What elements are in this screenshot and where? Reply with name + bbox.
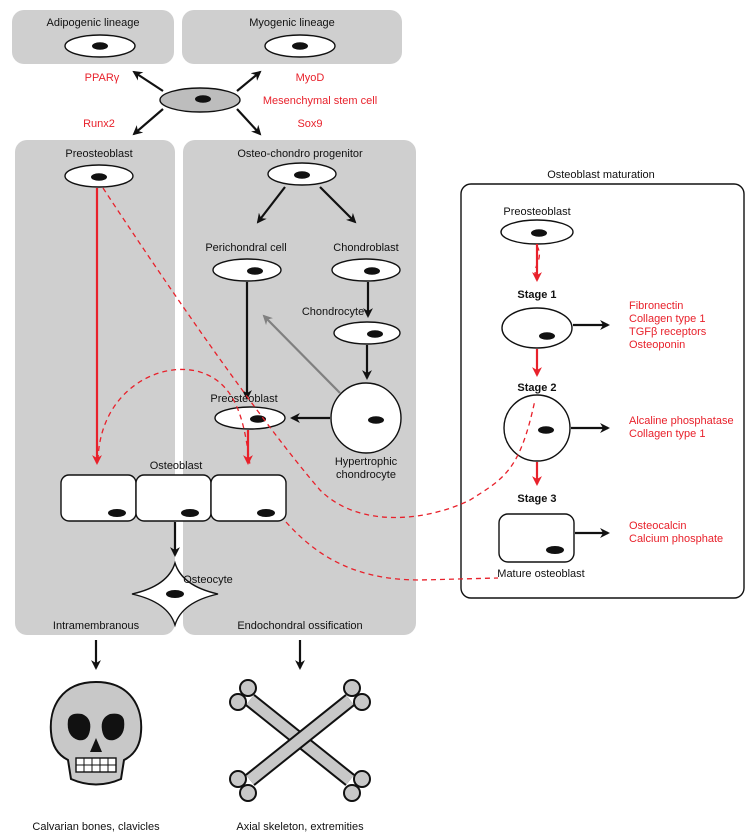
stage2-cell: [503, 394, 571, 462]
stage3-marker-1: Osteocalcin: [629, 520, 686, 532]
dashed-link-osteoblast-to-mature: [285, 521, 499, 581]
dashed-link-left-to-center-osteoblast: [97, 368, 251, 466]
mature-osteoblast-label: Mature osteoblast: [497, 568, 584, 580]
myogenic-panel: Myogenic lineage: [182, 10, 402, 64]
maturation-box: [460, 183, 745, 599]
arrow-to-myogenic: [236, 70, 262, 92]
myocyte-nucleus: [292, 42, 308, 50]
dashed-link-preosteoblast-to-stage2: [102, 187, 536, 519]
mesenchymal-stem-cell: [159, 87, 241, 113]
stage2-label: Stage 2: [517, 382, 556, 394]
perichondral-label: Perichondral cell: [205, 242, 286, 254]
myod-label: MyoD: [296, 72, 325, 84]
arrow-to-osteoblast-lineage: [132, 108, 164, 136]
stage1-label: Stage 1: [517, 289, 556, 301]
maturation-title: Osteoblast maturation: [547, 169, 655, 181]
maturation-preosteoblast-label: Preosteoblast: [503, 206, 570, 218]
stage3-label: Stage 3: [517, 493, 556, 505]
stage1-marker-1: Fibronectin: [629, 300, 683, 312]
intramembranous-label: Intramembranous: [53, 620, 140, 632]
skull-caption: Calvarian bones, clavicles: [32, 821, 160, 833]
hypertrophic-chondrocyte-cell: [330, 382, 402, 454]
left-preosteoblast-cell: [64, 164, 134, 188]
endochondral-label: Endochondral ossification: [237, 620, 362, 632]
stage3-cell: [498, 513, 575, 563]
left-preosteoblast-label: Preosteoblast: [65, 148, 132, 160]
hypertrophic-label-line1: Hypertrophic: [335, 456, 398, 468]
bones-caption: Axial skeleton, extremities: [236, 821, 364, 833]
arrow-to-chondro-lineage: [236, 108, 262, 136]
osteoblast-row: [60, 474, 287, 522]
chondrocyte-cell: [333, 321, 401, 345]
center-preosteoblast-cell: [214, 406, 286, 430]
hypertrophic-label-line2: chondrocyte: [336, 469, 396, 481]
chondrocyte-label: Chondrocyte: [302, 306, 364, 318]
chondroblast-cell: [331, 258, 401, 282]
stage1-marker-2: Collagen type 1: [629, 313, 705, 325]
adipocyte-nucleus: [92, 42, 108, 50]
perichondral-cell: [212, 258, 282, 282]
stage1-marker-4: Osteoponin: [629, 339, 685, 351]
intramembranous-panel: [15, 140, 175, 635]
crossed-bones-icon: [229, 679, 371, 802]
pparg-label: PPARγ: [85, 72, 120, 84]
adipogenic-panel: Adipogenic lineage: [12, 10, 174, 64]
arrow-to-adipogenic: [132, 70, 164, 92]
skull-icon: [49, 680, 143, 786]
runx2-label: Runx2: [83, 118, 115, 130]
adipogenic-title: Adipogenic lineage: [47, 17, 140, 29]
osteoblast-label: Osteoblast: [150, 460, 203, 472]
sox9-label: Sox9: [297, 118, 322, 130]
progenitor-label: Osteo-chondro progenitor: [237, 148, 363, 160]
dashed-link-maturation-top: [534, 245, 541, 279]
arrow-to-chondroblast: [319, 186, 357, 224]
stage1-cell: [501, 307, 573, 349]
maturation-preosteoblast-cell: [500, 219, 574, 245]
chondroblast-label: Chondroblast: [333, 242, 398, 254]
arrow-to-perichondral: [256, 186, 286, 224]
myogenic-title: Myogenic lineage: [249, 17, 335, 29]
osteocyte-label: Osteocyte: [183, 574, 233, 586]
center-preosteoblast-label: Preosteoblast: [210, 393, 277, 405]
stage2-marker-2: Collagen type 1: [629, 428, 705, 440]
gray-arrow-to-perichondral: [262, 314, 341, 394]
stage3-marker-2: Calcium phosphate: [629, 533, 723, 545]
osteocyte-cell: [131, 560, 219, 628]
stage1-marker-3: TGFβ receptors: [629, 326, 707, 338]
msc-label: Mesenchymal stem cell: [263, 95, 377, 107]
progenitor-cell: [267, 162, 337, 186]
stage2-marker-1: Alcaline phosphatase: [629, 415, 734, 427]
